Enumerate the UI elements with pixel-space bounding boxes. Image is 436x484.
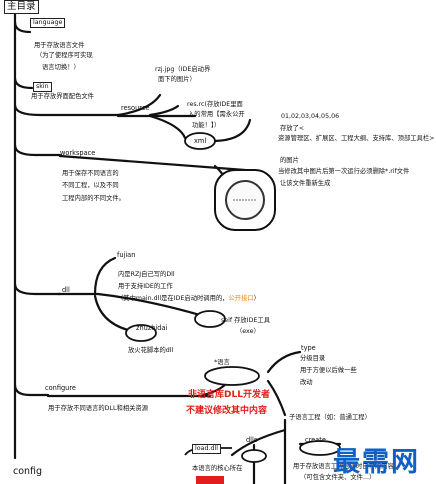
type-line-2: 用于方便以后做一些 xyxy=(300,367,357,374)
language-desc-1: 用于存放语言文件 xyxy=(34,42,85,49)
dll-main-suffix: ） xyxy=(253,295,260,302)
skin-desc: 用于存放界面配色文件 xyxy=(31,93,94,100)
load-highlight-block xyxy=(196,476,224,484)
language-desc-2: （为了使程序可实现 xyxy=(36,52,93,59)
root-directory-label[interactable]: 主目录 xyxy=(4,0,39,14)
dll-main-prefix: （其中main.dll是在IDE启动时调用的， xyxy=(117,295,229,302)
resource-right-1: 存放了< xyxy=(280,125,305,132)
type-folder[interactable]: type xyxy=(301,344,316,352)
dll-folder[interactable]: dll xyxy=(62,286,70,294)
rzj-line-2: 面下的图片） xyxy=(158,76,196,83)
create-line-2: （可包含文件夹、文件...） xyxy=(300,474,376,481)
workspace-desc-2: 不同工程，以及不同 xyxy=(62,182,119,189)
workspace-desc-3: 工程内部的不同文件。 xyxy=(62,195,125,202)
workspace-folder[interactable]: workspace xyxy=(60,149,96,157)
rzj-line-1: rzj.jpg（IDE启动界 xyxy=(155,66,211,73)
lang-to-sub xyxy=(266,379,287,417)
dlls-label[interactable]: dlls xyxy=(246,436,258,444)
self-line-1: self 存放IDE工具 xyxy=(221,317,270,324)
zhuzhidai-node-ellipse xyxy=(125,324,157,342)
resource-right-2: 资源管理区、扩展区、工程大纲、支持库、顶部工具栏> xyxy=(278,135,435,142)
dlls-node-ellipse xyxy=(241,449,267,463)
resource-to-rzj xyxy=(116,93,162,117)
workspace-desc-1: 用于保存不同语言的 xyxy=(62,170,119,177)
resource-folder[interactable]: resource xyxy=(121,104,150,112)
sub-to-load xyxy=(230,428,287,457)
resource-right-3: 的图片 xyxy=(280,157,299,164)
workspace-line xyxy=(58,154,247,172)
xml-node-ellipse xyxy=(184,132,216,150)
language-folder[interactable]: language xyxy=(30,18,66,28)
dll-to-zhuzhidai xyxy=(93,294,130,332)
load-dll-label[interactable]: load.dll xyxy=(192,444,221,454)
branch-skin xyxy=(13,76,34,90)
lang-label[interactable]: *语言 xyxy=(214,359,230,366)
type-line-1: 分级目录 xyxy=(300,355,326,362)
watermark-logo: 最需网 xyxy=(333,447,420,478)
create-line-1: 用于存放语言工程创建时自带的内容 xyxy=(293,463,394,470)
resource-nums: 01,02,03,04,05,06 xyxy=(281,113,340,120)
load-line-1: 本语言的核心所在 xyxy=(192,465,243,472)
xml-node-label[interactable]: xml xyxy=(194,137,207,145)
dll-main-highlight: 公开接口 xyxy=(228,295,254,302)
dll-to-fujian xyxy=(93,256,117,296)
fujian-line-2: 用于支持IDE的工作 xyxy=(118,283,173,290)
warning-line-2: 不建议修改其中内容 xyxy=(186,406,268,416)
resrc-line-1: res.rc(存放IDE里面 xyxy=(187,101,243,108)
branch-resource xyxy=(13,103,120,117)
branch-configure xyxy=(13,383,50,397)
fujian-folder[interactable]: fujian xyxy=(117,251,136,259)
configure-folder[interactable]: configure xyxy=(45,384,76,392)
create-label[interactable]: create xyxy=(305,436,326,444)
self-node-ellipse xyxy=(194,310,226,328)
type-line-3: 改动 xyxy=(300,379,313,386)
zhuzhidai-desc: 放火花脚本的dll xyxy=(128,347,174,354)
warning-line-1: 非语言库DLL开发者 xyxy=(188,390,270,400)
dll-main-line: （其中main.dll是在IDE启动时调用的，公开接口） xyxy=(117,295,260,304)
self-line-2: （exe） xyxy=(236,328,260,335)
config-root-label[interactable]: config xyxy=(13,466,43,477)
resrc-line-3: 功能！】） xyxy=(192,122,221,129)
sub-project-label: 子语言工程（如：普通工程） xyxy=(289,414,371,421)
resource-right-4: 当修改其中图片后第一次运行必须删除*.rif文件 xyxy=(278,168,410,175)
lang-to-type xyxy=(266,350,302,374)
zhuzhidai-folder[interactable]: zhuzhidai xyxy=(136,324,168,332)
language-desc-3: 语言切换！） xyxy=(42,64,80,71)
resource-to-resrc xyxy=(148,104,180,117)
resrc-line-2: 入的常用【需永公开 xyxy=(188,111,245,118)
skin-folder[interactable]: skin xyxy=(33,82,52,92)
create-node-ellipse xyxy=(299,440,341,456)
branch-dll xyxy=(13,282,62,296)
fujian-line-1: 内是RZJ自己写的Dll xyxy=(118,271,175,278)
xml-to-right xyxy=(213,118,252,143)
branch-language xyxy=(13,20,32,34)
lang-node-ellipse xyxy=(204,366,260,386)
resource-right-5: 让该文件重新生成 xyxy=(280,180,331,187)
configure-desc: 用于存放不同语言的DLL和相关资源 xyxy=(48,405,149,412)
branch-workspace xyxy=(13,143,62,157)
resource-to-xml xyxy=(148,114,187,140)
